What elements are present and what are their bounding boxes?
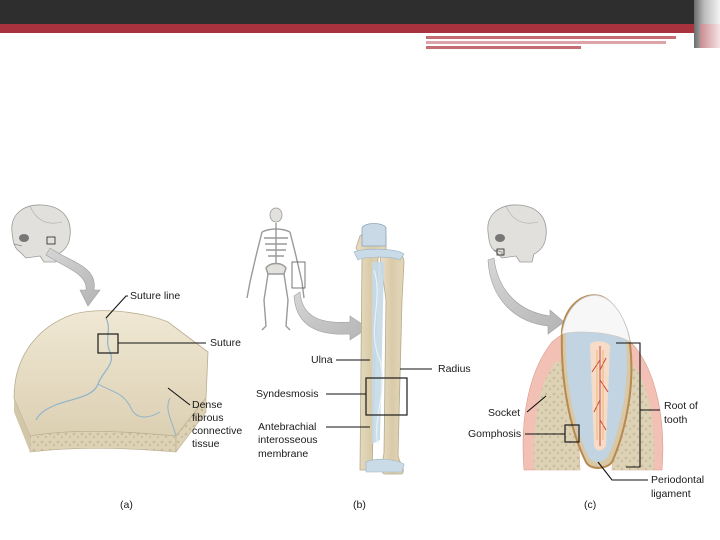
accent-stripe [426, 46, 581, 49]
label-dense-2: fibrous [192, 412, 224, 424]
skull-icon [11, 204, 71, 263]
label-suture-line: Suture line [130, 290, 180, 302]
skull-icon [487, 204, 547, 263]
label-dense-3: connective [192, 425, 242, 437]
panel-a-suture: Suture line Suture Dense fibrous connect… [11, 204, 242, 511]
syndesmosis-highlight-box [365, 377, 408, 416]
title-bar [0, 0, 720, 24]
pointer-arrow [487, 257, 565, 335]
label-gomphosis: Gomphosis [468, 428, 521, 440]
label-suture: Suture [210, 337, 241, 349]
label-ante-1: Antebrachial [258, 421, 316, 433]
label-dense-1: Dense [192, 399, 223, 411]
leader-line [167, 387, 191, 406]
caption-a: (a) [120, 499, 133, 511]
tooth-socket [522, 332, 664, 471]
skull-plate [13, 310, 209, 453]
label-dense-4: tissue [192, 438, 220, 450]
label-ulna: Ulna [311, 354, 333, 366]
forearm-bones [353, 223, 405, 475]
skeleton-icon [246, 207, 305, 331]
panel-b-syndesmosis: Ulna Radius Syndesmosis Antebrachial int… [246, 207, 471, 511]
accent-band [0, 24, 720, 33]
label-root-2: tooth [664, 414, 688, 426]
label-perio-2: ligament [651, 488, 691, 500]
label-syndesmosis: Syndesmosis [256, 388, 318, 400]
leader-line [526, 395, 547, 413]
caption-b: (b) [353, 499, 366, 511]
forearm-highlight-box [291, 261, 306, 289]
caption-c: (c) [584, 499, 596, 511]
leader-line [597, 461, 648, 481]
pointer-arrow [293, 291, 369, 341]
corner-fade [700, 24, 720, 48]
label-root-1: Root of [664, 400, 698, 412]
label-perio-1: Periodontal [651, 474, 704, 486]
leader-line [105, 295, 128, 319]
root-bracket [616, 342, 641, 468]
label-socket: Socket [488, 407, 520, 419]
label-ante-2: interosseous [258, 434, 318, 446]
label-radius: Radius [438, 363, 471, 375]
panel-c-gomphosis: Root of tooth Socket Gomphosis Periodont… [468, 204, 704, 511]
label-ante-3: membrane [258, 448, 308, 460]
accent-stripe [426, 36, 676, 39]
accent-stripe [426, 41, 666, 44]
pointer-arrow [45, 247, 101, 307]
